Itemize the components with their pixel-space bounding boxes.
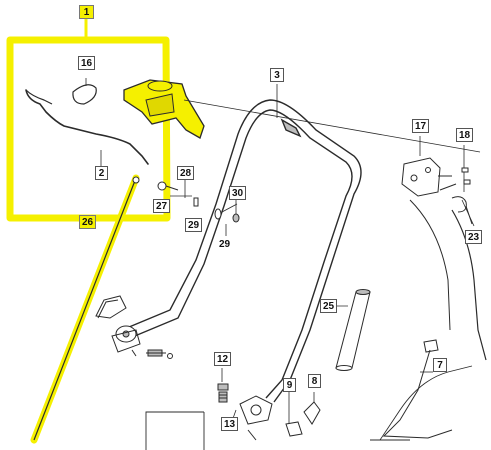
callout-26: 26 — [79, 215, 96, 229]
callout-29-lower: 29 — [219, 239, 231, 250]
cable-7 — [451, 209, 487, 361]
screws-18 — [439, 167, 471, 191]
callout-12: 12 — [214, 352, 231, 366]
callout-9: 9 — [283, 378, 296, 392]
wire-2 — [25, 89, 149, 165]
callout-2: 2 — [95, 166, 108, 180]
callout-13: 13 — [221, 417, 238, 431]
callout-7: 7 — [433, 358, 447, 372]
callout-29-upper: 29 — [185, 218, 202, 232]
main-handle-3 — [121, 99, 362, 403]
lever-assembly-8-9 — [239, 395, 321, 441]
bracket-17 — [401, 157, 452, 197]
lower-bracket-left — [95, 295, 173, 359]
callout-25: 25 — [320, 299, 337, 313]
cable-26 — [30, 174, 140, 444]
callout-18: 18 — [456, 128, 473, 142]
cover-16 — [72, 84, 97, 105]
callout-30: 30 — [229, 186, 246, 200]
spring-12 — [217, 383, 229, 403]
callout-17: 17 — [412, 119, 429, 133]
callout-23: 23 — [465, 230, 482, 244]
clip-23 — [451, 196, 473, 225]
callout-8: 8 — [308, 374, 321, 388]
grip-25 — [335, 289, 371, 371]
callout-1: 1 — [79, 5, 94, 19]
callout-27: 27 — [153, 199, 170, 213]
handle-control-1 — [123, 79, 205, 139]
deck-outline — [145, 411, 410, 450]
callout-16: 16 — [78, 56, 95, 70]
callout-28: 28 — [177, 166, 194, 180]
hardware-27-30 — [157, 181, 240, 223]
callout-3: 3 — [270, 68, 284, 82]
